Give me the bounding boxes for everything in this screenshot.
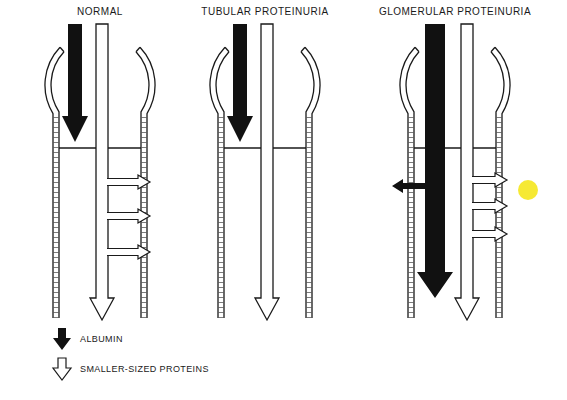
tubular-nephron	[210, 24, 320, 320]
small-protein-swatch	[53, 358, 71, 380]
albumin-arrow	[62, 24, 88, 142]
nephron-outline	[400, 47, 510, 318]
reabsorption-arrow	[107, 175, 150, 189]
small-protein-arrow	[90, 24, 114, 320]
panel-title: GLOMERULAR PROTEINURIA	[379, 6, 531, 18]
albumin-swatch	[53, 328, 71, 350]
panel-title: NORMAL	[77, 6, 123, 18]
legend-text: ALBUMIN	[80, 334, 123, 344]
legend-text: SMALLER-SIZED PROTEINS	[80, 364, 209, 374]
reabsorption-arrow	[107, 209, 150, 223]
cursor-highlight	[518, 180, 538, 200]
reabsorption-arrow	[472, 199, 507, 213]
normal-nephron	[45, 24, 155, 320]
reabsorption-arrow	[107, 245, 150, 259]
small-protein-arrow	[255, 24, 279, 320]
small-protein-arrow	[455, 24, 479, 320]
reabsorption-arrow	[472, 227, 507, 241]
albumin-arrow	[227, 24, 253, 142]
albumin-arrow	[417, 24, 453, 298]
panel-title: TUBULAR PROTEINURIA	[201, 6, 328, 18]
glomerular-nephron	[392, 24, 538, 320]
reabsorption-arrow	[472, 173, 507, 187]
albumin-reabsorption-arrow	[392, 179, 425, 193]
